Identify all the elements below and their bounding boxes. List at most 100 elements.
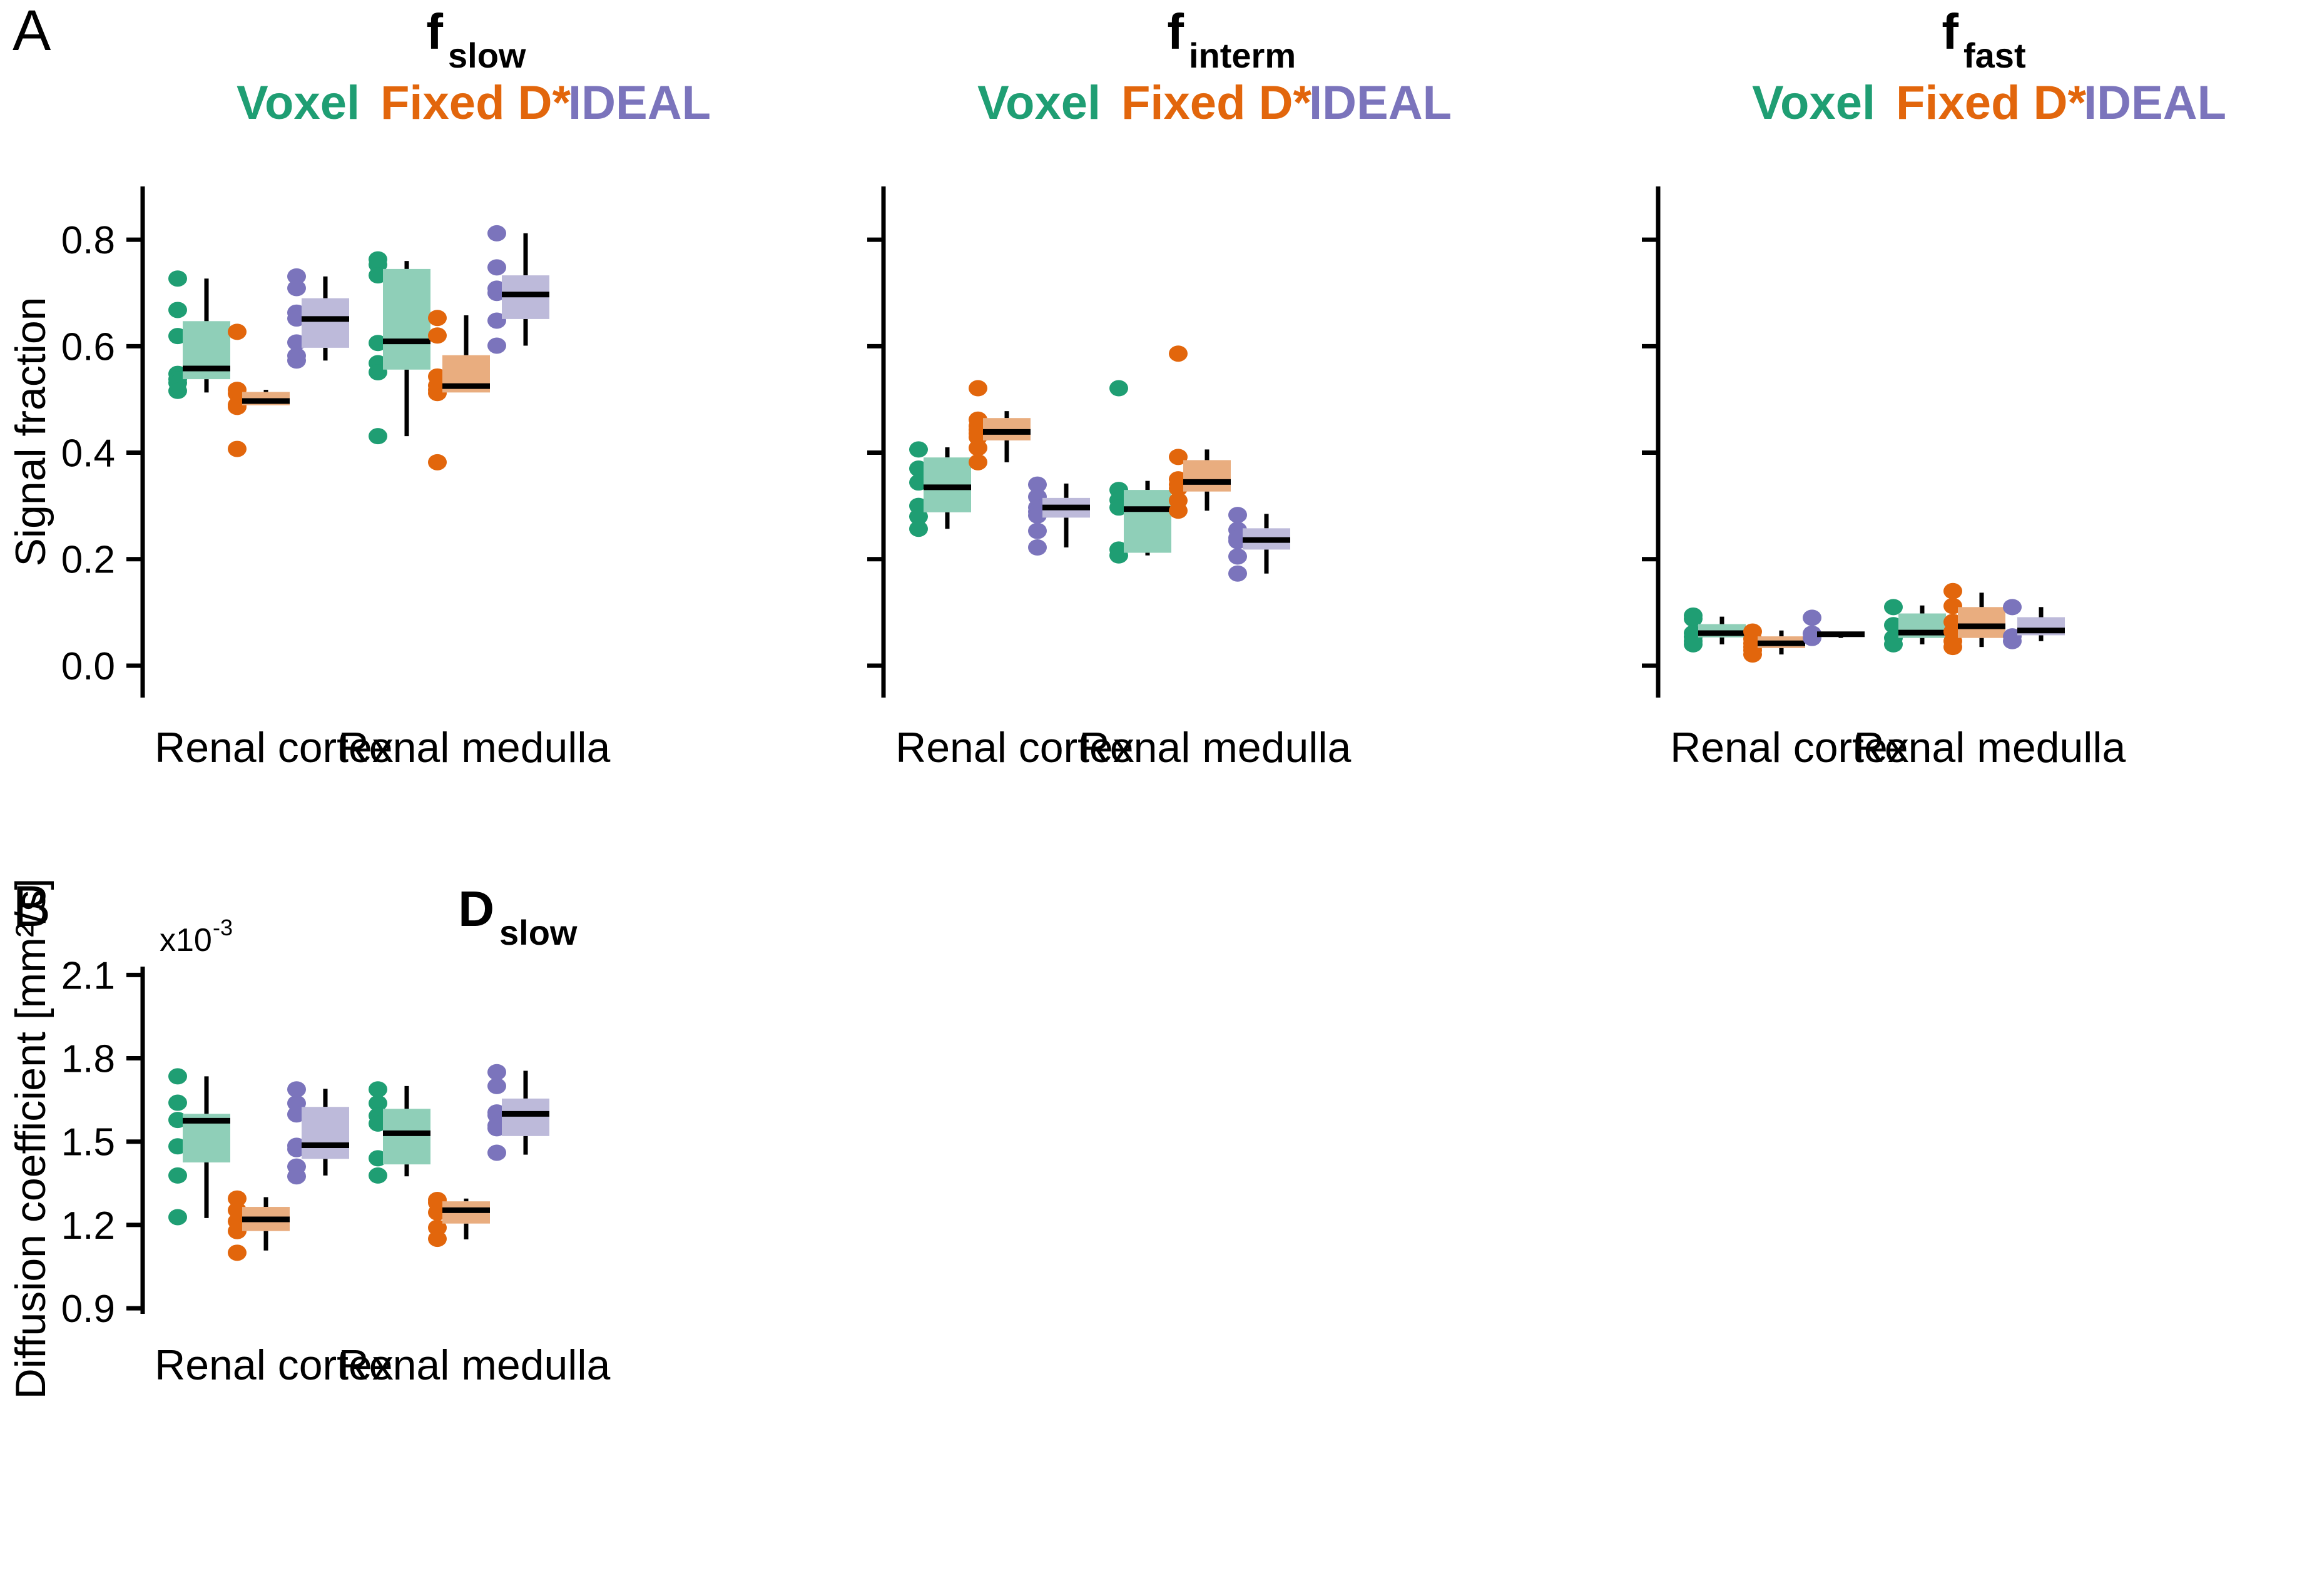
axis-tick-label: 0.6 <box>61 325 115 369</box>
data-point <box>168 382 187 399</box>
data-point <box>287 310 306 327</box>
panel-letter-a: A <box>13 0 51 63</box>
box-rect <box>1958 607 2005 638</box>
data-point <box>1943 582 1962 599</box>
data-point <box>1884 599 1903 616</box>
data-points <box>1884 599 1903 653</box>
category-label: Renal medulla <box>339 1341 611 1389</box>
axis-tick-label: 0.4 <box>61 432 115 475</box>
data-point <box>168 302 187 318</box>
box-rect <box>1183 460 1231 492</box>
data-point <box>487 1120 506 1137</box>
box-rect <box>383 1109 430 1165</box>
group-renal-cortex <box>909 380 1090 556</box>
data-point <box>969 454 987 470</box>
data-point <box>287 1095 306 1112</box>
data-point <box>1684 611 1703 628</box>
data-points <box>1943 582 1962 656</box>
data-point <box>909 441 928 458</box>
category-label: Renal cortex <box>155 724 394 771</box>
boxplot-fixed-d- <box>1169 345 1231 519</box>
data-point <box>369 1081 387 1098</box>
group-renal-medulla <box>369 1064 549 1248</box>
boxplot-ideal <box>2003 599 2065 649</box>
category-label: Renal cortex <box>895 724 1134 771</box>
data-point <box>1028 539 1047 556</box>
data-point <box>168 1068 187 1085</box>
data-point <box>369 267 387 284</box>
data-point <box>287 268 306 285</box>
data-points <box>287 268 306 369</box>
scale-exponent: -3 <box>213 915 233 940</box>
boxplot-fixed-d- <box>1943 582 2005 656</box>
group-renal-cortex <box>168 1068 349 1261</box>
boxplot-ideal <box>1028 476 1090 556</box>
data-point <box>168 1112 187 1129</box>
boxplot-fixed-d- <box>969 380 1031 470</box>
data-point <box>287 334 306 351</box>
data-point <box>969 439 987 456</box>
data-point <box>168 328 187 345</box>
axis-tick-label: 1.5 <box>61 1121 115 1164</box>
data-point <box>228 440 247 457</box>
data-points <box>228 1190 247 1261</box>
boxplot-voxel <box>1684 607 1746 653</box>
data-point <box>168 1209 187 1226</box>
legend-item-voxel: Voxel <box>237 76 360 130</box>
data-point <box>228 385 247 402</box>
data-point <box>428 1219 447 1236</box>
boxplot-fixed-d- <box>428 1191 490 1248</box>
legend-item-fixed-d-: Fixed D* <box>1896 76 2086 130</box>
data-point <box>1028 522 1047 539</box>
category-label: Renal medulla <box>1854 724 2126 771</box>
data-points <box>369 1081 387 1184</box>
category-label: Renal cortex <box>155 1341 394 1389</box>
chart-title-base: f <box>1167 4 1184 59</box>
data-points <box>1743 623 1762 663</box>
axis-tick-label: 0.0 <box>61 645 115 688</box>
data-point <box>428 327 447 344</box>
data-point <box>1943 597 1962 614</box>
data-points <box>428 1191 447 1248</box>
data-point <box>228 1222 247 1239</box>
boxplot-ideal <box>287 1081 349 1185</box>
chart-title-sub: interm <box>1189 36 1296 75</box>
data-point <box>969 380 987 397</box>
data-point <box>2003 633 2022 649</box>
data-points <box>969 380 987 470</box>
data-point <box>487 337 506 354</box>
legend-item-ideal: IDEAL <box>1309 76 1452 130</box>
data-point <box>369 428 387 445</box>
data-point <box>287 1141 306 1157</box>
axis-tick-label: 1.2 <box>61 1204 115 1248</box>
data-points <box>1684 607 1703 653</box>
data-point <box>168 1138 187 1155</box>
data-point <box>487 1064 506 1080</box>
data-point <box>909 508 928 525</box>
data-point <box>369 1167 387 1184</box>
data-point <box>168 1167 187 1184</box>
data-point <box>1228 532 1247 549</box>
data-point <box>168 270 187 287</box>
data-points <box>487 225 506 354</box>
data-point <box>1028 507 1047 524</box>
data-points <box>909 441 928 537</box>
data-point <box>428 310 447 327</box>
data-point <box>228 323 247 340</box>
axis-tick-label: 1.8 <box>61 1038 115 1081</box>
axis-tick-label: 0.2 <box>61 539 115 582</box>
box-rect <box>302 298 349 348</box>
y-axis-f-fast <box>1642 186 1661 698</box>
data-points <box>428 310 447 470</box>
group-renal-cortex <box>168 268 349 457</box>
data-point <box>369 1095 387 1112</box>
boxplot-fixed-d- <box>428 310 490 470</box>
data-point <box>487 225 506 241</box>
